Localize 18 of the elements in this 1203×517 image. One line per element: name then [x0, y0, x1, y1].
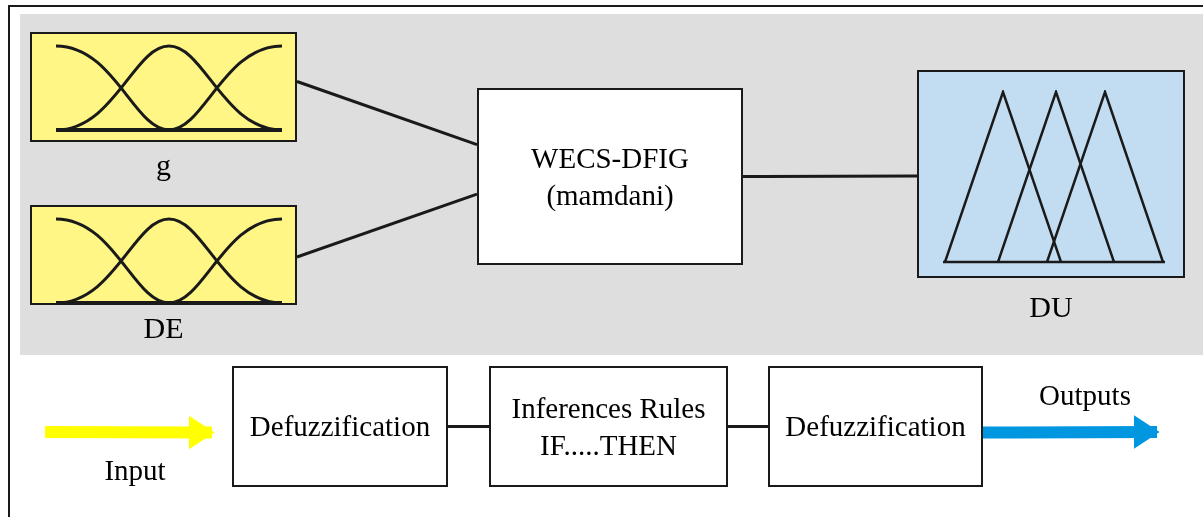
process-box [768, 366, 983, 487]
edge-label: Input [104, 455, 166, 485]
variable-label: DE [142, 313, 185, 343]
edge-label: Outputs [1039, 380, 1131, 410]
variable-label: g [155, 150, 172, 180]
connector-line [728, 425, 768, 428]
process-box [232, 366, 448, 487]
box-label: Defuzzification [785, 409, 966, 445]
connector-line [296, 80, 478, 147]
process-box [477, 88, 743, 265]
variable-label: DU [1028, 292, 1074, 322]
box-label: Inferences Rules IF.....THEN [510, 391, 707, 463]
box-label: Defuzzification [249, 409, 431, 445]
box-label: WECS-DFIG (mamdani) [530, 141, 690, 213]
connector-line [743, 174, 917, 178]
connector-line [296, 192, 478, 259]
connector-line [448, 425, 489, 428]
process-box [489, 366, 728, 487]
